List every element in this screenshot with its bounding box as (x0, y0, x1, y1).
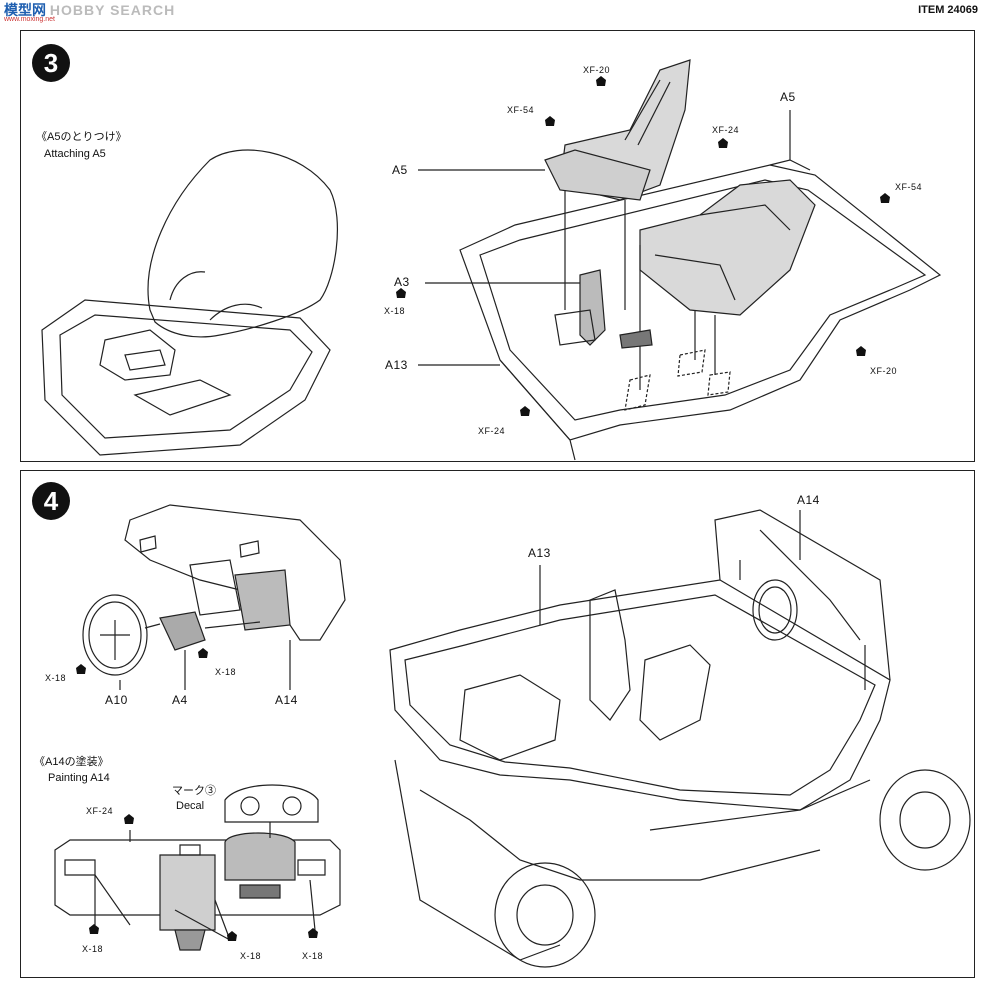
left-tub-outline (41, 299, 331, 456)
hand-icon (147, 149, 339, 338)
label-xf24-top: XF-24 (712, 125, 740, 135)
paint-xf54-right-icon (880, 193, 890, 203)
label-x18-b3: X-18 (302, 951, 324, 961)
painting-caption-jp: 《A14の塗装》 (34, 756, 109, 768)
paint-xf24-top-icon (718, 138, 728, 148)
label-a5-top: A5 (780, 90, 796, 104)
paint-xf20-right-icon (856, 346, 866, 356)
decal-caption-jp: マーク③ (172, 785, 216, 797)
paint-x18-a4-icon (198, 648, 208, 658)
paint-xf24-bottom-icon (520, 406, 530, 416)
label-x18: X-18 (384, 306, 406, 316)
paint-xf54-left-icon (545, 116, 555, 126)
logo-cn: 模型网 (4, 2, 46, 18)
label-a13-right: A13 (528, 546, 551, 560)
logo-en: HOBBY SEARCH (49, 2, 176, 18)
label-a13: A13 (385, 358, 408, 372)
dashboard-front-view (54, 839, 341, 916)
step-3-caption-en: Attaching A5 (44, 148, 106, 160)
logo-sub: www.moxing.net (4, 16, 55, 23)
paint-xf20-top-icon (596, 76, 606, 86)
label-a10: A10 (105, 693, 128, 707)
rear-wheel (494, 862, 596, 968)
decal-caption-en: Decal (176, 800, 205, 812)
label-x18-a4: X-18 (215, 667, 237, 677)
paint-x18-b1-icon (89, 924, 99, 934)
paint-x18-wheel-icon (76, 664, 86, 674)
steering-column-a4 (159, 611, 206, 651)
label-x18-wheel: X-18 (45, 673, 67, 683)
label-a14-top: A14 (797, 493, 820, 507)
label-xf54-left: XF-54 (507, 105, 535, 115)
label-a5: A5 (392, 163, 408, 177)
label-xf24-bottom: XF-24 (478, 426, 506, 436)
label-xf24: XF-24 (86, 806, 114, 816)
front-wheel (879, 769, 971, 871)
step-3-badge: 3 (32, 44, 70, 82)
label-a4: A4 (172, 693, 188, 707)
hobby-search-logo: 模型网 HOBBY SEARCH (4, 0, 175, 20)
seat-in-tub (639, 179, 816, 316)
label-xf20-top: XF-20 (583, 65, 611, 75)
decal-gauges (224, 784, 319, 823)
dashboard-a14 (124, 504, 346, 641)
steering-wheel-a10 (82, 594, 148, 676)
label-x18-b2: X-18 (240, 951, 262, 961)
label-xf20-right: XF-20 (870, 366, 898, 376)
paint-x18-icon (396, 288, 406, 298)
step-3-panel (20, 30, 975, 462)
paint-xf24-icon (124, 814, 134, 824)
label-a14-left: A14 (275, 693, 298, 707)
label-x18-b1: X-18 (82, 944, 104, 954)
paint-x18-b3-icon (308, 928, 318, 938)
paint-x18-b2-icon (227, 931, 237, 941)
label-a3: A3 (394, 275, 410, 289)
car-body-outline (389, 579, 891, 811)
step-4-badge: 4 (32, 482, 70, 520)
label-xf54-right: XF-54 (895, 182, 923, 192)
item-code: ITEM 24069 (918, 4, 978, 16)
step-3-caption-jp: 《A5のとりつけ》 (36, 131, 127, 143)
painting-caption-en: Painting A14 (48, 772, 110, 784)
instrument-hood (224, 832, 296, 881)
